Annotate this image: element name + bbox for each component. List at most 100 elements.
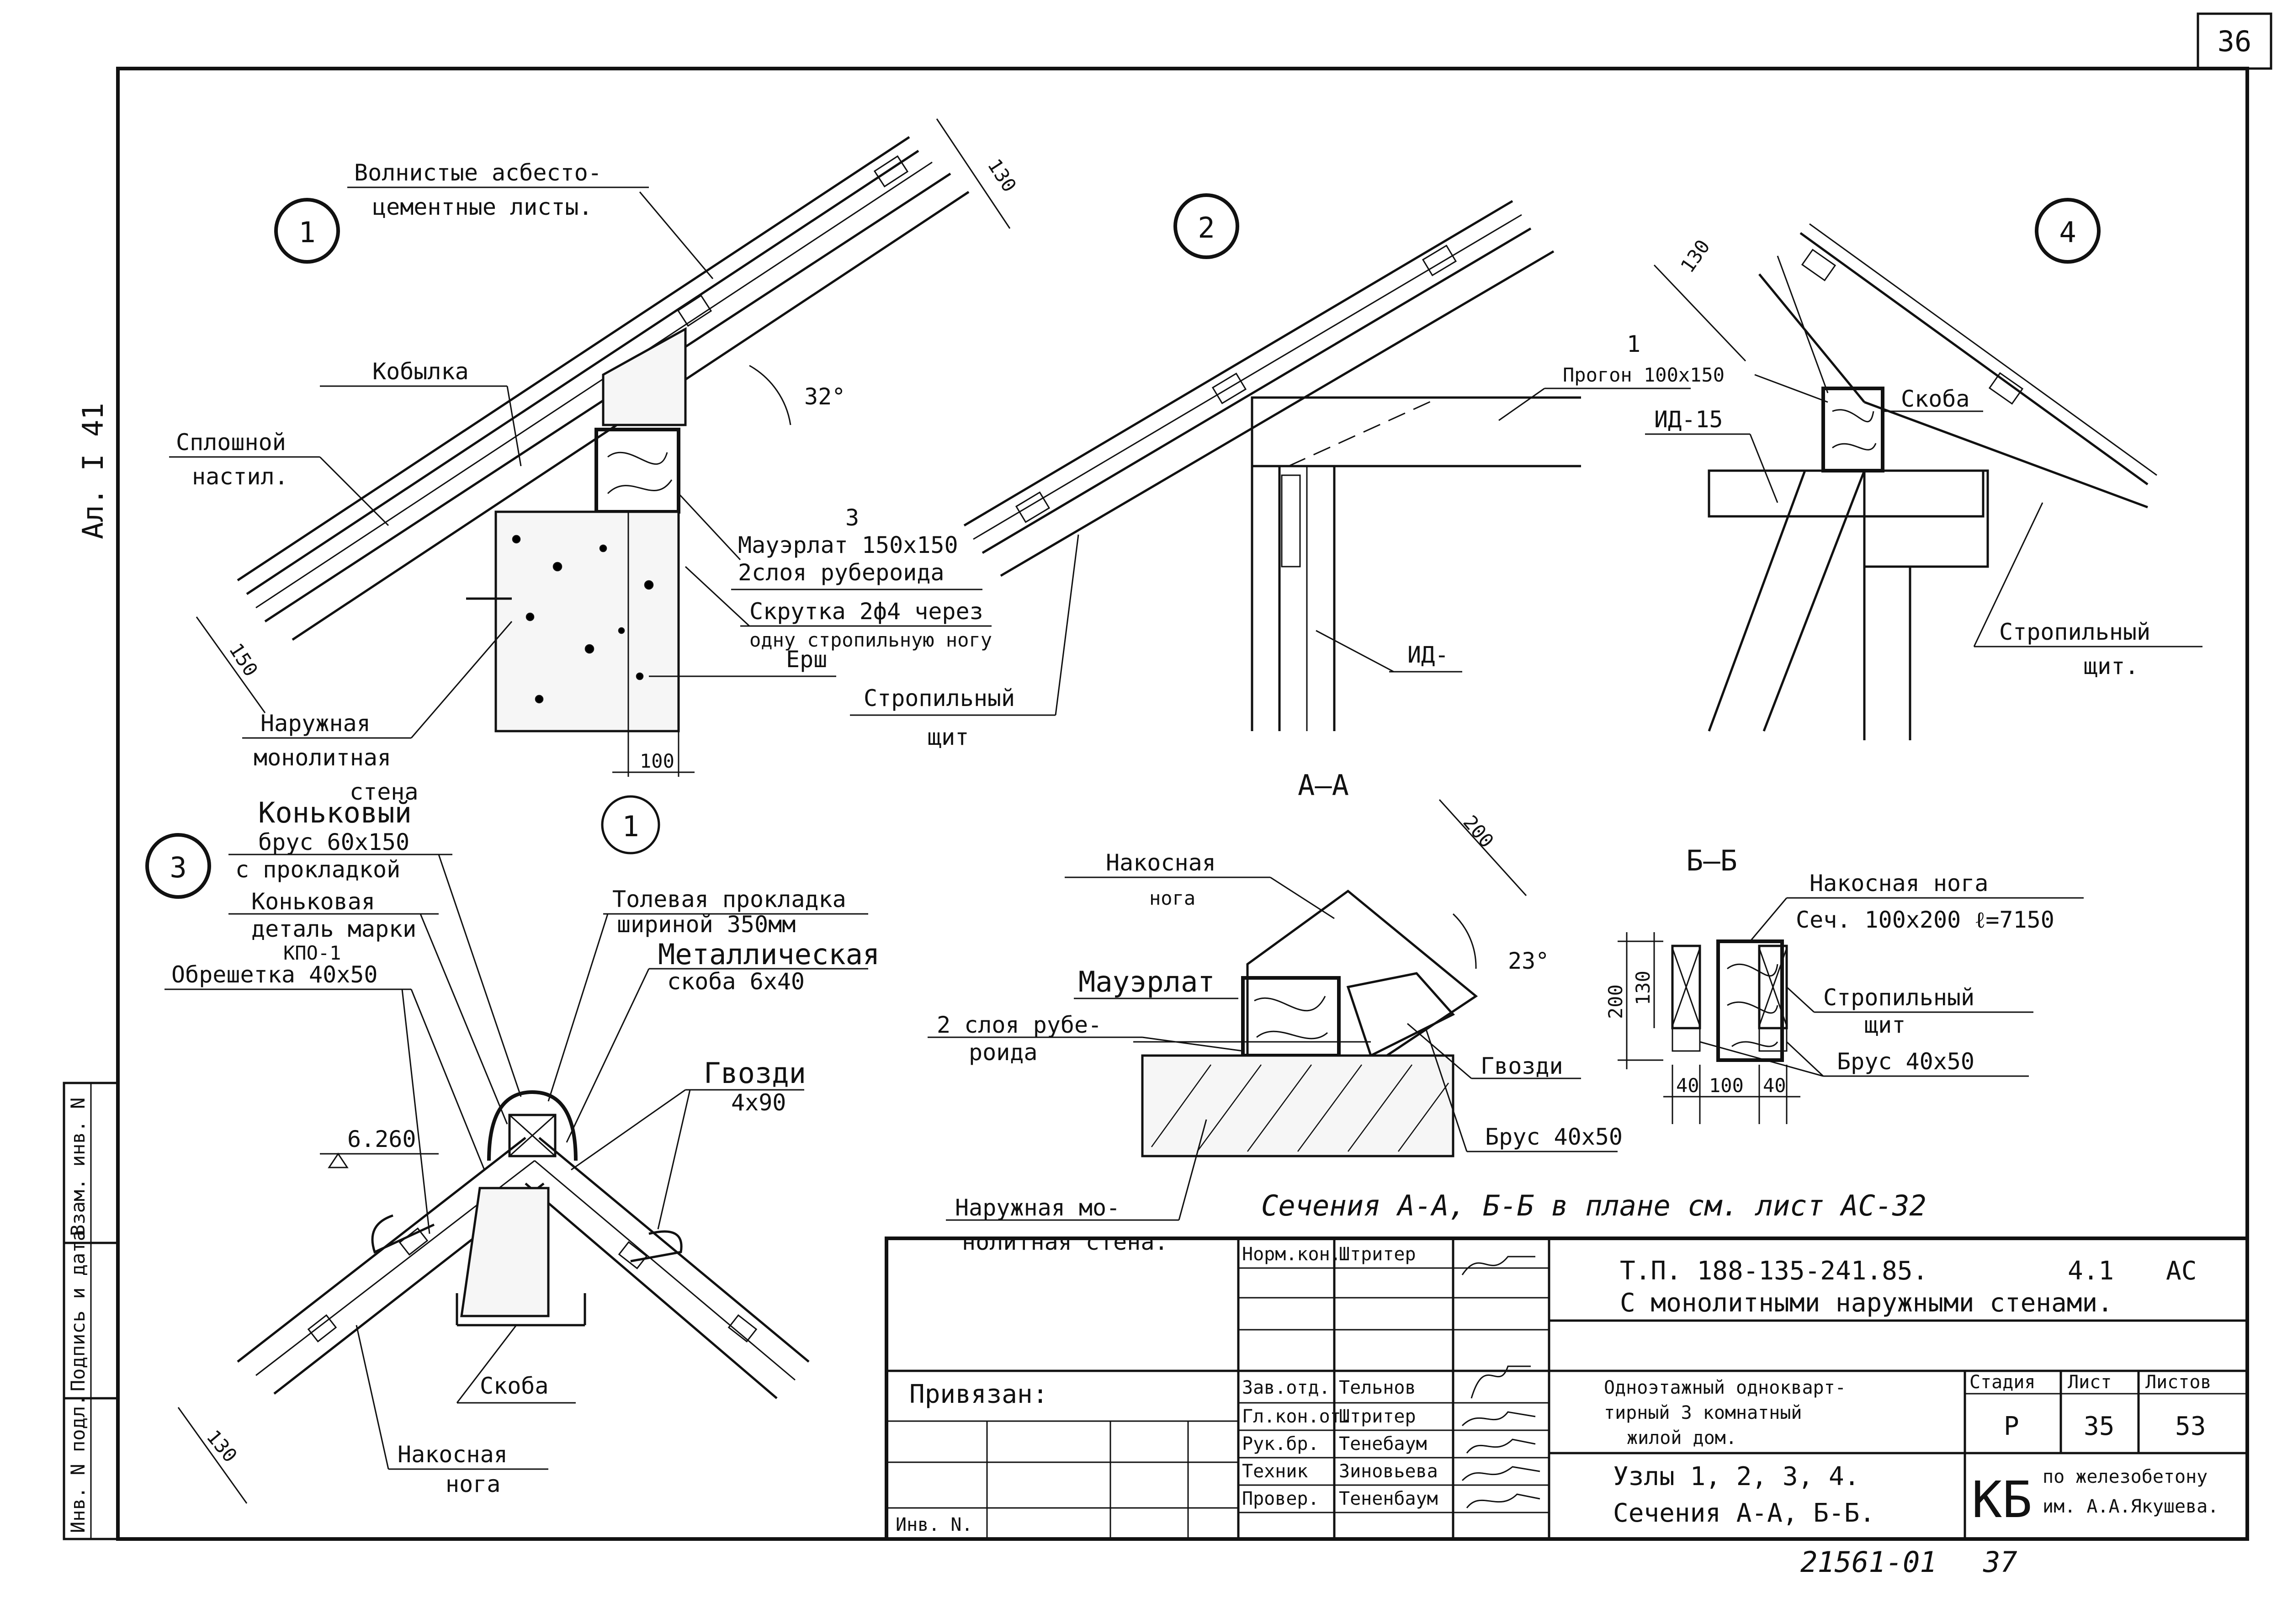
- node-1-number: 1: [298, 216, 315, 249]
- node-1-wall-l2: монолитная: [254, 744, 391, 771]
- node-1-asbestos-l1: Волнистые асбесто-: [354, 159, 602, 186]
- tb-org-mark: КБ: [1972, 1470, 2032, 1529]
- tb-name-5: Тененбаум: [1339, 1488, 1438, 1509]
- node-3-hip-l1: Накосная: [398, 1441, 508, 1468]
- tb-name-4: Зиновьева: [1339, 1461, 1438, 1482]
- sheet-number-box: [2197, 12, 2272, 70]
- tb-building-l2: тирный 3 комнатный: [1604, 1402, 1802, 1423]
- node-3-level: 6.260: [347, 1126, 416, 1152]
- title-block: Привязан: Инв. N. Норм.кон. Штритер Зав.…: [885, 1237, 2249, 1541]
- tb-sheet-header: Лист: [2068, 1372, 2112, 1393]
- node-1-marker: [274, 198, 340, 264]
- node-2-purlin-num: 1: [1627, 331, 1640, 357]
- tb-role-1: Зав.отд.: [1242, 1377, 1330, 1398]
- node-3-metal-l2: скоба 6x40: [667, 968, 805, 995]
- section-bb-hip-l2: Сеч. 100x200 ℓ=7150: [1796, 907, 2054, 933]
- section-hip-roofing-l2: роида: [969, 1039, 1038, 1066]
- side-col-inv-podl: Инв. N подл.: [67, 1395, 89, 1533]
- node-2-marker: [1173, 193, 1239, 259]
- tb-sheet-title-l2: Сечения А-А, Б-Б.: [1613, 1498, 1875, 1528]
- node-3-ridge-beam-l2: брус 60x150: [258, 829, 409, 855]
- node-2-section-title: А—А: [1298, 769, 1349, 802]
- tb-stage: Р: [2004, 1412, 2019, 1441]
- node-1-twist-l1: Скрутка 2ф4 через: [749, 598, 983, 625]
- sheet-number: 36: [2218, 25, 2252, 58]
- node-3-ridge-detail-l2: деталь марки: [251, 916, 416, 942]
- node-1-dim-130: 130: [983, 155, 1021, 196]
- node-3-nails-l2: 4x90: [731, 1089, 786, 1116]
- node-4-number: 4: [2059, 216, 2076, 249]
- node-2-panel-l2: щит: [928, 724, 969, 750]
- section-hip-bar: Брус 40x50: [1485, 1124, 1623, 1150]
- side-stamp: Ал. I 41: [76, 403, 110, 539]
- node-1-wall-l3: стена: [350, 779, 419, 805]
- section-bb-dim-40b: 40: [1763, 1074, 1786, 1097]
- tb-name-0: Штритер: [1339, 1244, 1416, 1265]
- tb-role-2: Гл.кон.от.: [1242, 1406, 1352, 1427]
- node-2-purlin: Прогон 100x150: [1563, 364, 1725, 386]
- section-hip-angle: 23°: [1508, 948, 1549, 974]
- tb-sheet: 35: [2084, 1412, 2114, 1441]
- node-4: 4 130 Скоба ИД-15 Стропильный щит.: [1645, 198, 2202, 740]
- node-1-angle: 32°: [804, 383, 845, 410]
- tb-building-l1: Одноэтажный однокварт-: [1604, 1377, 1846, 1398]
- node-4-skoba: Скоба: [1901, 386, 1970, 412]
- section-bb-dim-130: 130: [1632, 971, 1654, 1005]
- node-3-ridge-detail-l1: Коньковая: [251, 888, 375, 915]
- node-3-lathing: Обрешетка 40x50: [171, 961, 378, 988]
- section-bb-hip-l1: Накосная нога: [1810, 870, 1988, 897]
- section-hip-nails: Гвозди: [1481, 1053, 1563, 1079]
- node-3-marker: [145, 833, 211, 899]
- node-2-id: ИД-: [1407, 642, 1449, 668]
- node-1-wall: [494, 510, 680, 732]
- section-hip-roofing-l1: 2 слоя рубе-: [937, 1012, 1102, 1038]
- node-4-id15: ИД-15: [1654, 406, 1723, 433]
- section-hip-mauerlat: [1241, 976, 1341, 1057]
- node-3-metal-l1: Металлическая: [658, 938, 880, 971]
- node-3-dim-130: 130: [202, 1426, 241, 1467]
- node-1-mauerlat: Мауэрлат 150x150: [738, 532, 958, 558]
- tb-sheets-header: Листов: [2145, 1372, 2212, 1393]
- section-bb-title: Б—Б: [1686, 844, 1737, 877]
- section-bb-bar: Брус 40x50: [1837, 1048, 1974, 1075]
- section-hip-hip-l1: Накосная: [1106, 849, 1216, 876]
- node-1-section-marker: [601, 795, 660, 854]
- signatures: [1461, 1256, 1540, 1508]
- tb-building-l3: жилой дом.: [1627, 1428, 1737, 1449]
- node-2-number: 2: [1198, 211, 1215, 244]
- node-3-ridge-beam-l1: Коньковый: [258, 796, 412, 829]
- node-3-ridge-detail-l3: КПО-1: [283, 942, 341, 964]
- node-2: 2 1 Прогон 100x150 Стропильный щит ИД- А…: [850, 193, 1725, 802]
- section-bb-dim-100: 100: [1709, 1074, 1744, 1097]
- tb-inv: Инв. N.: [896, 1514, 973, 1535]
- section-hip-hip-l2: нога: [1149, 887, 1195, 909]
- section-bb-panel-l2: щит: [1864, 1012, 1905, 1038]
- section-hip: Накосная нога 200 23° Мауэрлат 2 слоя ру…: [928, 799, 1623, 1255]
- node-3-ridge-beam-l3: с прокладкой: [235, 856, 400, 883]
- node-1: 1 32° 130 150: [169, 118, 1021, 854]
- section-bb-dim-40a: 40: [1676, 1074, 1699, 1097]
- node-1-asbestos-l2: цементные листы.: [372, 194, 593, 220]
- node-3-tar-l2: шириной 350мм: [617, 911, 796, 938]
- node-1-solid-deck-l2: настил.: [192, 463, 288, 490]
- node-1-kobylka: Кобылка: [372, 358, 469, 385]
- bottom-code: 21561-01: [1800, 1545, 1937, 1579]
- node-1-dim-100: 100: [640, 750, 674, 772]
- node-3-tar-l1: Толевая прокладка: [612, 886, 846, 913]
- tb-role-5: Провер.: [1242, 1488, 1319, 1509]
- tb-org-l2: им. А.А.Якушева.: [2043, 1496, 2218, 1517]
- node-1-section-ref: 1: [622, 810, 639, 843]
- tb-privyazan: Привязан:: [909, 1380, 1048, 1409]
- node-3-nails-l1: Гвозди: [704, 1056, 806, 1090]
- side-col-signature: Подпись и дата: [67, 1230, 89, 1391]
- node-4-panel-l2: щит.: [2084, 653, 2139, 679]
- node-3-hip-l2: нога: [446, 1471, 500, 1497]
- node-1-twist-l2: одну стропильную ногу: [749, 629, 992, 651]
- node-1-roofing: 2слоя рубероида: [738, 559, 945, 586]
- node-1-dim-150: 150: [225, 639, 262, 680]
- tb-subtitle: С монолитными наружными стенами.: [1620, 1288, 2113, 1318]
- section-bb: Б—Б 200 130 40 100 40 Накосная нога Сеч.…: [1604, 844, 2084, 1124]
- node-3-number: 3: [170, 851, 186, 884]
- section-hip-wall-l1: Наружная мо-: [955, 1194, 1120, 1221]
